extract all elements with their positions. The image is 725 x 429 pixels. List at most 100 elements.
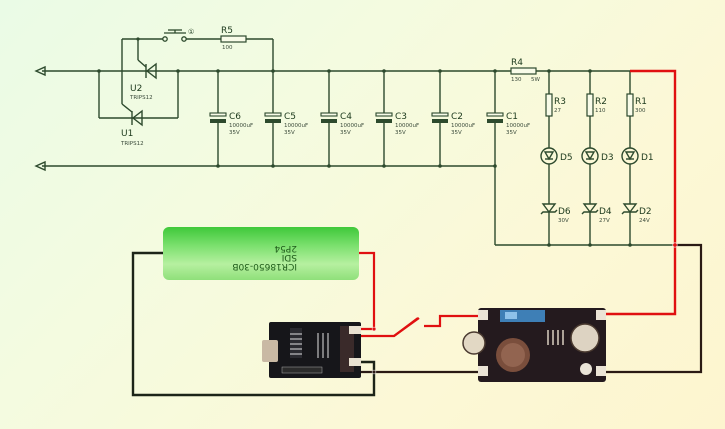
resistor-value: 27 <box>554 108 561 114</box>
junction-output <box>672 242 678 248</box>
capacitor-voltage: 35V <box>340 130 351 136</box>
zener-voltage: 30V <box>558 218 569 224</box>
capacitor-value: 10000uF <box>395 123 419 129</box>
capacitor-ref: C5 <box>284 112 296 122</box>
capacitor-value: 10000uF <box>451 123 475 129</box>
junction-dots <box>97 37 592 168</box>
zener-ref: D6 <box>558 207 571 217</box>
capacitor-plate-negative-icon <box>321 119 337 123</box>
capacitor-plate-positive-icon <box>375 112 393 117</box>
resistor-r2-icon <box>586 93 594 117</box>
resistor-r3-icon <box>545 93 553 117</box>
capacitor-plate-negative-icon <box>432 119 448 123</box>
capacitor-plate-negative-icon <box>265 119 281 123</box>
capacitor-plate-positive-icon <box>431 112 449 117</box>
capacitor-plate-positive-icon <box>320 112 338 117</box>
resistor-r1-icon <box>626 93 634 117</box>
resistor-r5-icon <box>220 35 247 43</box>
capacitor-plate-positive-icon <box>486 112 504 117</box>
resistor-r4-icon <box>510 67 537 75</box>
led-triangle <box>624 151 636 161</box>
scr-u2-icon <box>145 62 157 80</box>
capacitor-voltage: 35V <box>451 130 462 136</box>
resistor-ref: R3 <box>554 97 566 107</box>
capacitor-voltage: 35V <box>506 130 517 136</box>
capacitor-value: 10000uF <box>284 123 308 129</box>
led-d3-icon <box>581 147 599 165</box>
capacitor-voltage: 35V <box>229 130 240 136</box>
battery-negative-wire <box>131 251 376 397</box>
capacitor-bank: C610000uF35VC510000uF35VC410000uF35VC310… <box>209 71 530 166</box>
capacitor-plate-negative-icon <box>487 119 503 123</box>
resistor-r4-power: 5W <box>531 77 540 83</box>
capacitor-plate-negative-icon <box>376 119 392 123</box>
battery-label-line3: 2P54 <box>274 243 297 253</box>
usb-port-icon <box>262 340 278 362</box>
capacitor-plate-positive-icon <box>209 112 227 117</box>
capacitor-voltage: 35V <box>284 130 295 136</box>
zener-d4-icon <box>582 203 598 214</box>
charger-to-switch-wire <box>360 314 484 338</box>
scr-u2-ref: U2 <box>130 84 142 94</box>
capacitor-ref: C3 <box>395 112 407 122</box>
zener-d6-icon <box>541 203 557 214</box>
led-ref: D5 <box>560 153 573 163</box>
zener-ref: D2 <box>639 207 652 217</box>
capacitor-plate-negative-icon <box>210 119 226 123</box>
capacitor-ref: C6 <box>229 112 241 122</box>
battery-label-line2: SDI <box>282 252 297 262</box>
led-ref: D3 <box>601 153 614 163</box>
resistor-value: 110 <box>595 108 606 114</box>
push-button-icon[interactable] <box>162 29 187 42</box>
power-switch-icon[interactable] <box>393 317 420 337</box>
boost-module <box>462 308 606 382</box>
scr-u2-part: TRIPS12 <box>129 95 153 101</box>
charger-module <box>262 322 361 378</box>
junction-dot <box>628 243 632 247</box>
led-ref: D1 <box>641 153 654 163</box>
zener-ref: D4 <box>599 207 612 217</box>
capacitor-value: 10000uF <box>340 123 364 129</box>
capacitor-value: 10000uF <box>506 123 530 129</box>
battery-label-line1: ICR18650-30B <box>232 261 297 271</box>
terminal-bottom-arrow-icon <box>34 160 46 172</box>
scr-u1-icon <box>131 109 143 127</box>
capacitor-plate-positive-icon <box>264 112 282 117</box>
battery-18650: ICR18650-30B SDI 2P54 <box>163 227 359 280</box>
resistor-ref: R1 <box>635 97 647 107</box>
led-triangle <box>543 151 555 161</box>
capacitor-value: 10000uF <box>229 123 253 129</box>
resistor-r4-ref: R4 <box>511 58 523 68</box>
capacitor-ref: C2 <box>451 112 463 122</box>
scr-network <box>98 38 274 119</box>
led-d5-icon <box>540 147 558 165</box>
capacitor-ref: C1 <box>506 112 518 122</box>
zener-d2-icon <box>622 203 638 214</box>
resistor-value: 300 <box>635 108 646 114</box>
led-d1-icon <box>621 147 639 165</box>
battery-positive-wire <box>358 251 376 331</box>
junction-dot <box>588 243 592 247</box>
resistor-r4-value: 130 <box>511 77 522 83</box>
push-button-marker: ① <box>188 28 194 36</box>
junction-battery-negative <box>371 369 377 375</box>
junction-battery-positive <box>371 326 377 332</box>
scr-u1-ref: U1 <box>121 129 133 139</box>
positive-output-wire <box>604 69 677 316</box>
negative-output-wire <box>604 243 703 374</box>
r4-branch <box>494 166 677 246</box>
capacitor-voltage: 35V <box>395 130 406 136</box>
zener-voltage: 24V <box>639 218 650 224</box>
scr-u1-part: TRIPS12 <box>120 141 144 147</box>
